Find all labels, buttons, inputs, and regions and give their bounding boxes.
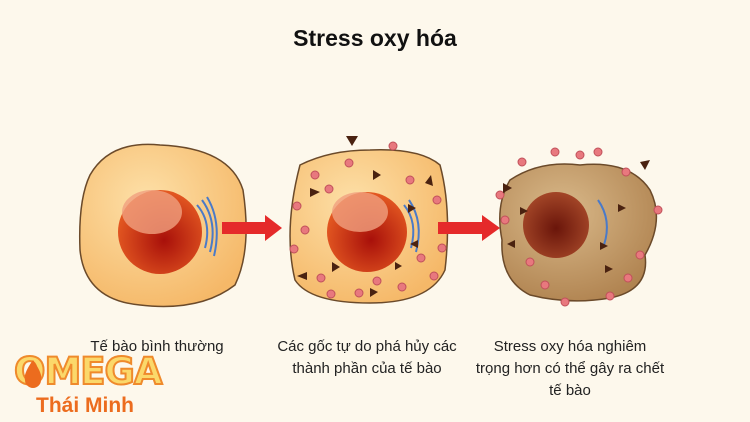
droplet-icon bbox=[24, 360, 42, 388]
arrow-1 bbox=[222, 215, 282, 241]
omega-logo: OMEGA Thái Minh bbox=[13, 349, 164, 417]
diagram-title: Stress oxy hóa bbox=[293, 25, 457, 51]
logo-subtitle: Thái Minh bbox=[36, 394, 134, 417]
reactive-species bbox=[297, 136, 650, 297]
dying-cell bbox=[499, 163, 658, 302]
caption-cell-death: Stress oxy hóa nghiêm trọng hơn có thể g… bbox=[475, 338, 665, 399]
caption-free-radicals: Các gốc tự do phá hủy các thành phần của… bbox=[277, 338, 457, 377]
normal-cell bbox=[78, 143, 247, 308]
arrow-2 bbox=[438, 215, 500, 241]
caption-normal-cell: Tế bào bình thường bbox=[90, 338, 224, 355]
free-radicals bbox=[289, 141, 663, 307]
